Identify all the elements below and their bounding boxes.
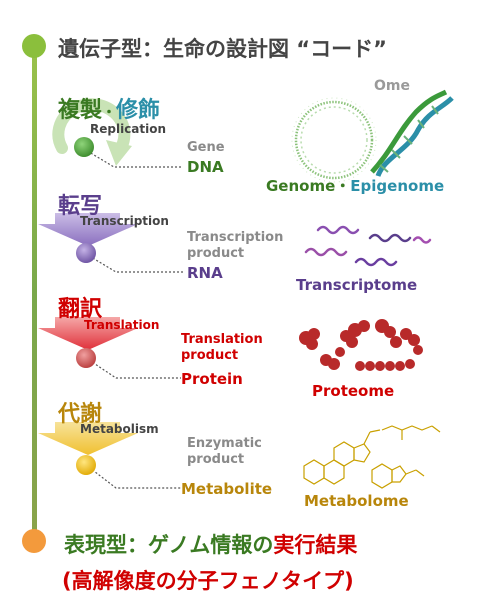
protein-circle bbox=[76, 348, 96, 368]
translation-en: Translation bbox=[84, 318, 160, 332]
transcription-product-label-1: Transcription bbox=[187, 230, 284, 245]
top-node bbox=[22, 34, 46, 58]
bottom-node bbox=[22, 529, 46, 553]
phenotype-title: 表現型：ゲノム情報の実行結果 bbox=[64, 529, 357, 559]
modification-jp: 修飾 bbox=[116, 98, 161, 123]
transcription-arrow bbox=[38, 213, 138, 246]
phenotype-text: 表現型：ゲノム情報の bbox=[64, 533, 274, 557]
execution-result-text: 実行結果 bbox=[273, 533, 358, 557]
epigenome-helix-illustration bbox=[370, 89, 454, 177]
connector-dna bbox=[83, 148, 183, 168]
genome-text: Genome bbox=[266, 177, 336, 195]
transcription-en: Transcription bbox=[80, 214, 169, 228]
axis-line bbox=[32, 45, 37, 542]
metabolism-jp: 代謝 bbox=[58, 402, 103, 427]
dna-label: DNA bbox=[187, 158, 224, 176]
replication-dot: ・ bbox=[102, 105, 117, 121]
proteome-illustration bbox=[299, 319, 423, 371]
rna-label: RNA bbox=[187, 264, 223, 282]
transcription-product-label-2: product bbox=[187, 246, 245, 261]
proteome-label: Proteome bbox=[312, 382, 395, 400]
metabolism-en: Metabolism bbox=[80, 422, 159, 436]
metabolite-circle bbox=[76, 455, 96, 475]
replication-cycle-arrow bbox=[52, 98, 132, 166]
translation-product-label-2: product bbox=[181, 348, 239, 363]
dna-circle bbox=[74, 137, 94, 157]
genotype-title: 遺伝子型：生命の設計図 “コード” bbox=[58, 37, 387, 61]
metabolite-label: Metabolite bbox=[181, 480, 273, 498]
connector-metabolite bbox=[85, 464, 181, 489]
ome-label: Ome bbox=[374, 78, 410, 94]
translation-product-label-1: Translation bbox=[181, 332, 263, 347]
replication-title: 複製・修飾 bbox=[58, 92, 160, 124]
connector-rna bbox=[85, 253, 183, 273]
protein-label: Protein bbox=[181, 370, 243, 388]
metabolism-arrow bbox=[38, 422, 138, 455]
genome-dot: ・ bbox=[335, 177, 351, 195]
metabolome-illustration bbox=[303, 425, 441, 489]
enzymatic-product-label-2: product bbox=[187, 452, 245, 467]
translation-arrow bbox=[38, 317, 138, 350]
genome-circle-illustration bbox=[291, 97, 377, 183]
phenotype-subtitle: (高解像度の分子フェノタイプ) bbox=[62, 569, 354, 593]
replication-en: Replication bbox=[90, 122, 167, 136]
epigenome-text: Epigenome bbox=[350, 177, 445, 195]
transcription-jp: 転写 bbox=[58, 194, 103, 219]
transcriptome-label: Transcriptome bbox=[296, 276, 418, 294]
translation-jp: 翻訳 bbox=[58, 297, 103, 322]
metabolome-label: Metabolome bbox=[304, 492, 409, 510]
connector-protein bbox=[85, 357, 181, 379]
gene-label: Gene bbox=[187, 140, 225, 155]
replication-jp: 複製 bbox=[58, 98, 103, 123]
genome-epigenome-label: Genome・Epigenome bbox=[266, 175, 444, 196]
enzymatic-product-label-1: Enzymatic bbox=[187, 436, 262, 451]
transcriptome-illustration bbox=[304, 225, 432, 267]
rna-circle bbox=[76, 243, 96, 263]
